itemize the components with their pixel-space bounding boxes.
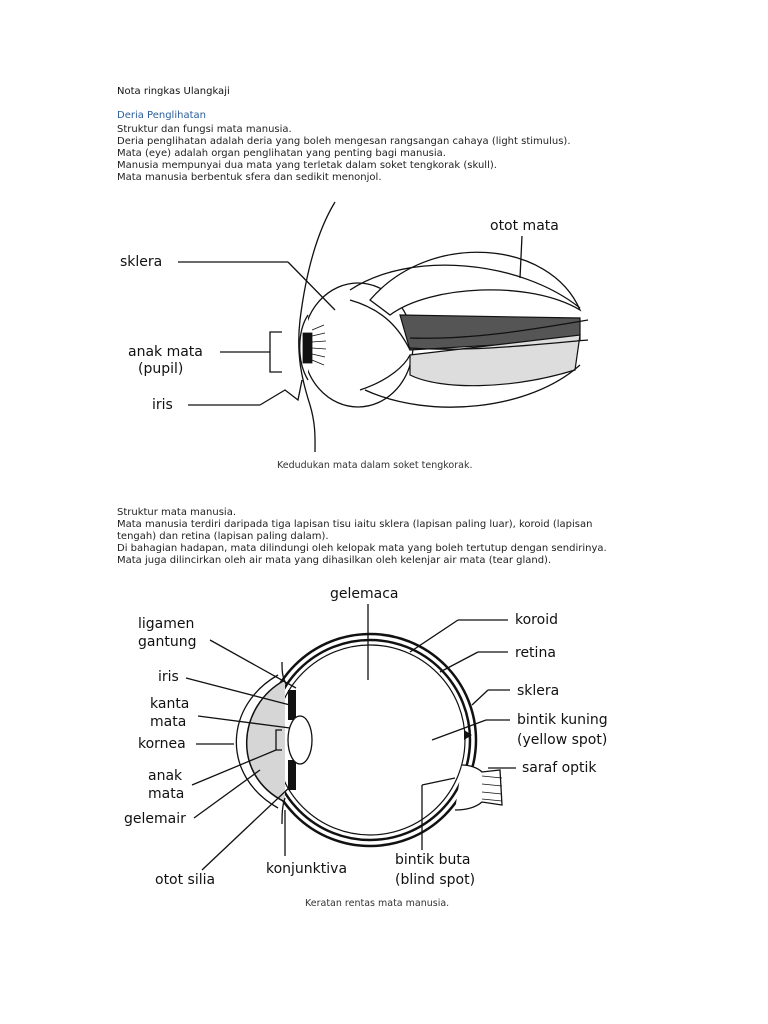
bracket — [275, 729, 282, 751]
label-iris: iris — [152, 397, 173, 413]
pointer-line — [193, 769, 261, 819]
label-sklera: sklera — [517, 683, 559, 699]
figure2-caption: Keratan rentas mata manusia. — [305, 898, 450, 909]
intro-line: Deria penglihatan adalah deria yang bole… — [117, 136, 571, 147]
pointer-line — [439, 651, 479, 673]
pointer-line — [471, 689, 489, 706]
eye-cross-section-diagram: gelemaca koroid retina sklera bintik kun… — [124, 586, 608, 888]
optic-nerve — [409, 319, 589, 339]
pointer-line — [191, 749, 277, 786]
eye-socket-diagram: otot mata sklera anak mata (pupil) iris — [120, 201, 589, 453]
label-gelemair: gelemair — [124, 811, 186, 827]
conjunctiva-shape — [235, 674, 279, 809]
document-title: Nota ringkas Ulangkaji — [117, 86, 230, 97]
structure-line: tengah) dan retina (lapisan paling dalam… — [117, 531, 329, 542]
muscle-fiber — [349, 299, 411, 351]
muscle-fiber — [364, 364, 581, 408]
optic-nerve-fibers — [481, 775, 503, 802]
pointer-line — [431, 719, 487, 741]
pointer-line — [287, 261, 336, 311]
label-kanta: kanta — [150, 696, 189, 712]
cornea-shape — [246, 679, 286, 803]
muscle-fiber — [349, 264, 581, 309]
pointer-line — [201, 784, 293, 871]
label-retina: retina — [515, 645, 556, 661]
intro-line: Struktur dan fungsi mata manusia. — [117, 124, 292, 135]
muscle-fiber — [359, 354, 411, 391]
label-gantung: gantung — [138, 634, 196, 650]
iris-shape — [288, 690, 296, 720]
intro-line: Manusia mempunyai dua mata yang terletak… — [117, 160, 497, 171]
structure-line: Mata juga dilincirkan oleh air mata yang… — [117, 555, 552, 566]
structure-line: Mata manusia terdiri daripada tiga lapis… — [117, 519, 593, 530]
figure1-caption: Kedudukan mata dalam soket tengkorak. — [277, 460, 473, 471]
label-yellow-spot: (yellow spot) — [517, 732, 607, 748]
skull-outline — [298, 201, 336, 453]
structure-line: Struktur mata manusia. — [117, 507, 236, 518]
label-gelemaca: gelemaca — [330, 586, 399, 602]
label-otot-mata: otot mata — [490, 218, 559, 234]
label-koroid: koroid — [515, 612, 558, 628]
pointer-line — [409, 619, 459, 653]
label-mata-kanta: mata — [150, 714, 186, 730]
intro-line: Mata manusia berbentuk sfera dan sedikit… — [117, 172, 382, 183]
label-bintik-buta: bintik buta — [395, 852, 470, 868]
label-anak: anak — [148, 768, 183, 784]
pointer-line — [519, 235, 523, 279]
label-konjunktiva: konjunktiva — [266, 861, 347, 877]
label-bintik-kuning: bintik kuning — [517, 712, 608, 728]
label-pupil: (pupil) — [138, 361, 183, 377]
intro-line: Mata (eye) adalah organ penglihatan yang… — [117, 148, 446, 159]
iris-shape — [302, 324, 327, 366]
pointer-line — [259, 379, 303, 406]
label-otot-silia: otot silia — [155, 872, 215, 888]
optic-nerve — [409, 339, 589, 350]
structure-paragraph: Struktur mata manusia. Mata manusia terd… — [117, 507, 607, 567]
label-saraf-optik: saraf optik — [522, 760, 597, 776]
yellow-spot-mark — [464, 730, 472, 740]
pointer-line — [185, 677, 291, 706]
iris-shape — [288, 760, 296, 790]
optic-nerve — [454, 764, 503, 811]
pointer-line — [421, 777, 456, 786]
structure-line: Di bahagian hadapan, mata dilindungi ole… — [117, 543, 607, 554]
bracket — [269, 331, 282, 373]
muscle-shape — [369, 251, 582, 316]
pointer-line — [209, 639, 297, 689]
label-ligamen: ligamen — [138, 616, 194, 632]
label-blind-spot: (blind spot) — [395, 872, 475, 888]
label-anak-mata: anak mata — [128, 344, 203, 360]
intro-paragraph: Struktur dan fungsi mata manusia. Deria … — [117, 124, 571, 184]
label-kornea: kornea — [138, 736, 186, 752]
section-heading[interactable]: Deria Penglihatan — [117, 110, 206, 121]
eyelid — [281, 797, 286, 825]
label-mata-anak: mata — [148, 786, 184, 802]
lens-shape — [287, 715, 313, 765]
pointer-line — [197, 715, 291, 729]
label-iris: iris — [158, 669, 179, 685]
label-sklera: sklera — [120, 254, 162, 270]
